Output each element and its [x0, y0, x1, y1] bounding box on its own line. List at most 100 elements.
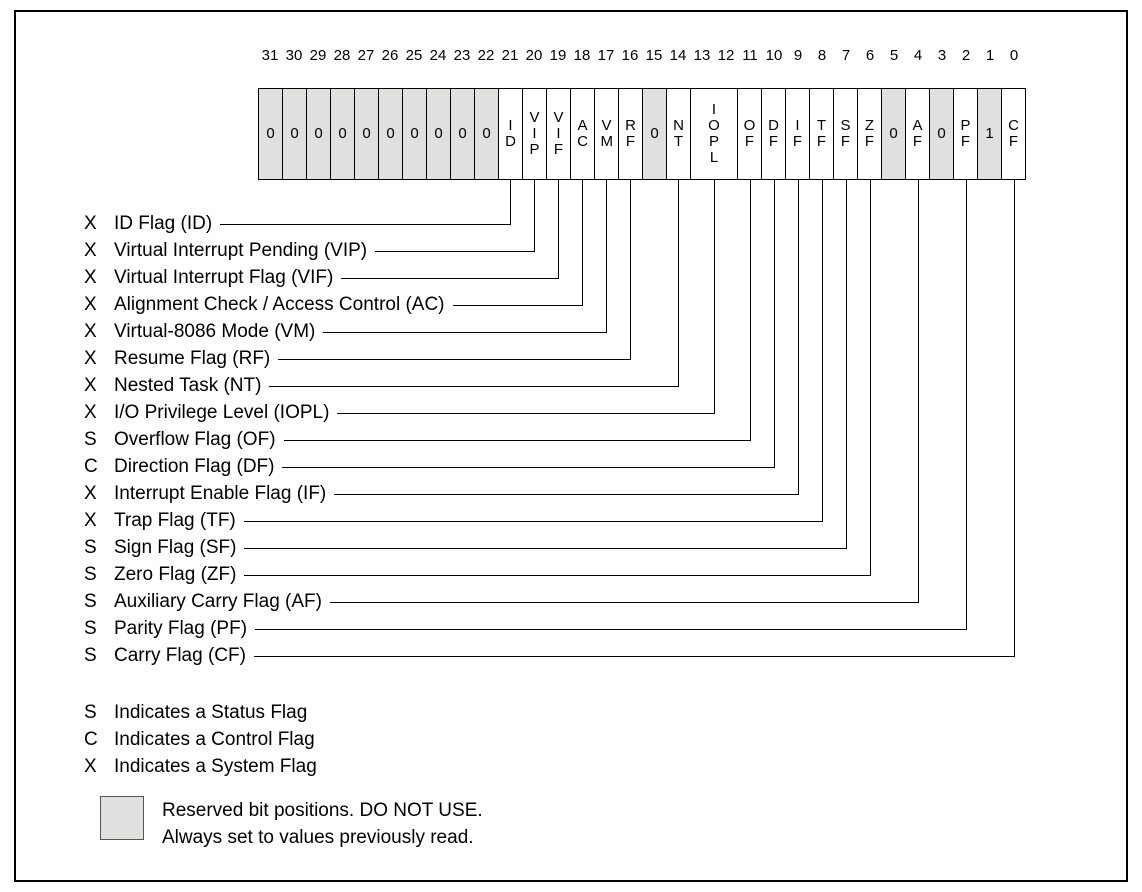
register-cell-0: 0: [403, 89, 427, 179]
register-cell-nt: NT: [667, 89, 691, 179]
register-cell-ac: AC: [571, 89, 595, 179]
connector-line-vertical: [918, 180, 919, 603]
connector-line-horizontal: [269, 385, 678, 387]
flag-row-df: C Direction Flag (DF): [84, 456, 774, 478]
flag-label: Auxiliary Carry Flag (AF): [114, 591, 322, 612]
connector-line-vertical: [798, 180, 799, 495]
bit-number: 18: [573, 47, 591, 64]
bit-number: 3: [937, 47, 947, 64]
register-cell-zf: ZF: [858, 89, 882, 179]
connector-line-horizontal: [283, 439, 750, 441]
flag-type-symbol: X: [84, 294, 97, 315]
legend-symbol: X: [84, 755, 97, 777]
diagram-border: [14, 10, 1128, 882]
bit-number: 21: [501, 47, 519, 64]
flag-type-symbol: X: [84, 510, 97, 531]
cell-label: VIF: [553, 109, 564, 158]
register-cell-if: IF: [786, 89, 810, 179]
reserved-swatch: [100, 796, 144, 840]
bit-number: 5: [889, 47, 899, 64]
flag-type-symbol: X: [84, 402, 97, 423]
cell-label: ZF: [864, 117, 875, 150]
bit-number: 13: [693, 47, 711, 64]
flag-type-symbol: X: [84, 240, 97, 261]
reserved-note-line1: Reserved bit positions. DO NOT USE.: [162, 800, 483, 821]
connector-line-vertical: [606, 180, 607, 333]
connector-line-horizontal: [341, 277, 558, 279]
cell-label: AC: [577, 117, 588, 150]
cell-label: AF: [912, 117, 923, 150]
bit-number: 23: [453, 47, 471, 64]
bit-number: 24: [429, 47, 447, 64]
connector-line-vertical: [714, 180, 715, 414]
flag-type-symbol: S: [84, 618, 97, 639]
cell-label: 0: [937, 125, 946, 142]
cell-label: IOPL: [708, 101, 720, 166]
bit-number: 8: [817, 47, 827, 64]
register-cell-0: 0: [930, 89, 954, 179]
register-cell-0: 0: [475, 89, 499, 179]
bit-number: 29: [309, 47, 327, 64]
flag-type-symbol: X: [84, 483, 97, 504]
cell-label: 0: [338, 125, 347, 142]
register-cell-vm: VM: [595, 89, 619, 179]
bit-number: 11: [742, 47, 758, 64]
cell-label: VM: [600, 117, 614, 150]
connector-line-horizontal: [329, 601, 918, 603]
cell-label: 0: [362, 125, 371, 142]
connector-line-horizontal: [337, 412, 714, 414]
connector-line-horizontal: [220, 223, 510, 225]
cell-label: 0: [314, 125, 323, 142]
register-cell-cf: CF: [1002, 89, 1025, 179]
cell-label: 0: [482, 125, 491, 142]
bit-number: 19: [549, 47, 567, 64]
cell-label: ID: [505, 117, 516, 150]
connector-line-horizontal: [278, 358, 630, 360]
bit-number: 22: [477, 47, 495, 64]
bit-number: 10: [765, 47, 783, 64]
flag-label: Overflow Flag (OF): [114, 429, 276, 450]
connector-line-horizontal: [253, 655, 1014, 657]
register-cell-iopl: IOPL: [691, 89, 738, 179]
bit-number: 30: [285, 47, 303, 64]
flag-type-symbol: S: [84, 645, 97, 666]
connector-line-vertical: [870, 180, 871, 576]
cell-label: SF: [840, 117, 851, 150]
connector-line-vertical: [582, 180, 583, 306]
flag-label: Virtual-8086 Mode (VM): [114, 321, 316, 342]
flag-type-symbol: C: [84, 456, 98, 477]
bit-number: 16: [621, 47, 639, 64]
flag-label: Virtual Interrupt Flag (VIF): [114, 267, 334, 288]
connector-line-horizontal: [244, 574, 870, 576]
bit-number: 26: [381, 47, 399, 64]
register-cell-0: 0: [355, 89, 379, 179]
flag-type-symbol: S: [84, 564, 97, 585]
cell-label: 0: [889, 125, 898, 142]
flag-label: Alignment Check / Access Control (AC): [114, 294, 445, 315]
connector-line-vertical: [822, 180, 823, 522]
legend-symbol: C: [84, 728, 98, 750]
register-cell-0: 0: [331, 89, 355, 179]
connector-line-vertical: [846, 180, 847, 549]
register-cell-vif: VIF: [547, 89, 571, 179]
connector-line-horizontal: [375, 250, 534, 252]
bit-number: 28: [333, 47, 351, 64]
cell-label: 0: [386, 125, 395, 142]
flag-row-zf: S Zero Flag (ZF): [84, 564, 870, 586]
cell-label: OF: [743, 117, 756, 150]
register-cell-df: DF: [762, 89, 786, 179]
connector-line-horizontal: [244, 547, 846, 549]
flag-label: Direction Flag (DF): [114, 456, 275, 477]
reserved-note-line2: Always set to values previously read.: [162, 827, 474, 848]
reserved-note: Reserved bit positions. DO NOT USE. Alwa…: [100, 796, 483, 851]
flag-label: Zero Flag (ZF): [114, 564, 237, 585]
connector-line-horizontal: [282, 466, 774, 468]
